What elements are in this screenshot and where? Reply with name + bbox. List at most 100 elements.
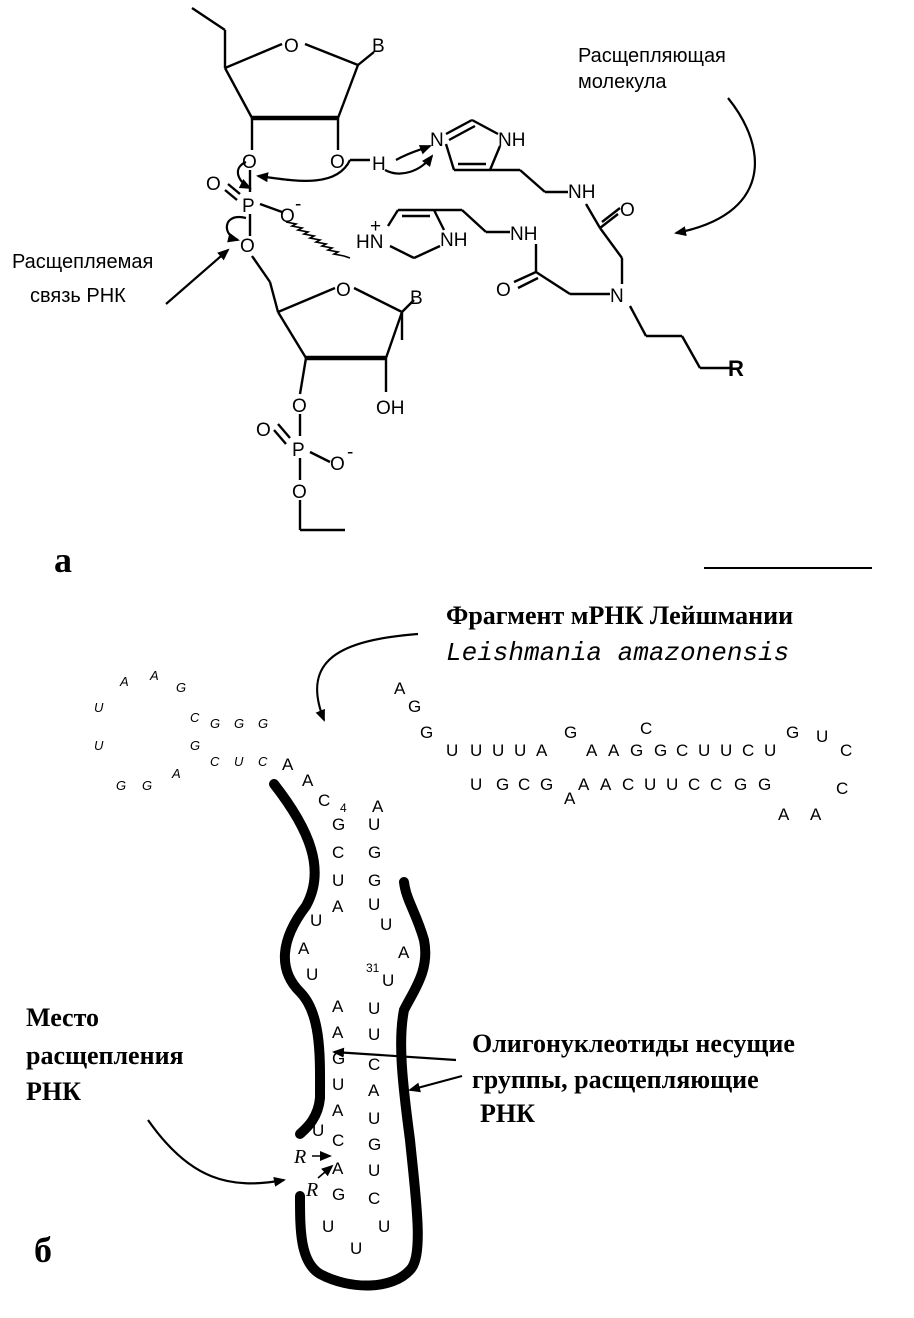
fragment-organism: Leishmania amazonensis bbox=[446, 638, 789, 668]
nt-hp-12: U bbox=[234, 754, 244, 769]
nt-j-1: A bbox=[282, 755, 294, 774]
nt-r-25: A bbox=[778, 805, 790, 824]
r-group-lower: R bbox=[305, 1179, 318, 1201]
cleaved-bond-label-1: Расщепляемая bbox=[12, 251, 153, 273]
nt-hp-7: G bbox=[234, 716, 244, 731]
nt-sl-1: G bbox=[332, 815, 345, 834]
oligo-left-strand bbox=[269, 779, 326, 1139]
nt-r-37: C bbox=[518, 775, 530, 794]
atom-p-center: P bbox=[242, 196, 255, 217]
nt-r-34: A bbox=[578, 775, 590, 794]
nt-r-29: C bbox=[688, 775, 700, 794]
nt-r-22: C bbox=[840, 741, 852, 760]
nt-hp-4: G bbox=[176, 680, 186, 695]
imidazole-bottom bbox=[386, 208, 510, 260]
nt-r-20: G bbox=[786, 723, 799, 742]
arrow-to-cleavage-site bbox=[147, 1119, 286, 1187]
nt-sl-17: U bbox=[322, 1217, 334, 1236]
panel-a-structure: O B O O H O P O - O bbox=[191, 7, 744, 532]
oligo-right-strand bbox=[295, 877, 431, 1291]
atom-n-tertiary: N bbox=[610, 286, 624, 307]
nt-r-28: C bbox=[710, 775, 722, 794]
nt-sr-8: U bbox=[368, 999, 380, 1018]
nt-r-16: U bbox=[698, 741, 710, 760]
nt-r-15: C bbox=[676, 741, 688, 760]
nt-sl-12: A bbox=[332, 1101, 344, 1120]
nt-hp-15: G bbox=[142, 778, 152, 793]
nt-hp-9: U bbox=[94, 738, 104, 753]
nt-sr-7: U bbox=[382, 971, 394, 990]
atom-o5-next: O bbox=[292, 482, 307, 503]
oligo-label-2: группы, расщепляющие bbox=[472, 1065, 759, 1094]
nt-hp-11: C bbox=[210, 754, 220, 769]
atom-o2-top: O bbox=[330, 152, 345, 173]
atom-hn-imid-bottom: HN bbox=[356, 232, 383, 253]
cleaving-molecule-label-1: Расщепляющая bbox=[578, 45, 726, 67]
nt-r-36: G bbox=[540, 775, 553, 794]
atom-p-bottom: P bbox=[292, 440, 305, 461]
arrow-proton-transfer bbox=[395, 144, 432, 161]
atom-base-top: B bbox=[372, 36, 385, 57]
junction: A A C 4 A bbox=[282, 755, 384, 816]
right-arm: A G G U U U U A G A A G G C C U U C U G … bbox=[394, 679, 852, 824]
nt-hp-6: G bbox=[210, 716, 220, 731]
nt-r-31: U bbox=[644, 775, 656, 794]
nt-r-27: G bbox=[734, 775, 747, 794]
atom-o-double-bottom: O bbox=[256, 420, 271, 441]
nt-hp-14: G bbox=[116, 778, 126, 793]
atom-o-double: O bbox=[206, 174, 221, 195]
atom-o-amide-top: O bbox=[620, 200, 635, 221]
nt-sr-12: U bbox=[368, 1109, 380, 1128]
bottom-ribose bbox=[251, 255, 415, 532]
nt-r-3: G bbox=[420, 723, 433, 742]
nt-r-14: C bbox=[640, 719, 652, 738]
atom-o5-bottom: O bbox=[240, 236, 255, 257]
charge-minus: - bbox=[295, 194, 301, 215]
atom-o3-bottom: O bbox=[292, 396, 307, 417]
arrow-electron-3 bbox=[384, 154, 434, 175]
nt-r-6: U bbox=[492, 741, 504, 760]
nt-r-21: U bbox=[816, 727, 828, 746]
nt-r-38: G bbox=[496, 775, 509, 794]
atom-o-amide-bottom: O bbox=[496, 280, 511, 301]
imidazole-top bbox=[444, 118, 568, 194]
arrow-to-fragment bbox=[315, 632, 419, 722]
nt-r-26: G bbox=[758, 775, 771, 794]
cleavage-site-label-1: Место bbox=[26, 1003, 99, 1032]
panel-label-b: б bbox=[34, 1230, 52, 1270]
nt-sr-4: U bbox=[368, 895, 380, 914]
atom-o-ring-top: O bbox=[284, 36, 299, 57]
nt-sl-14: C bbox=[332, 1131, 344, 1150]
nt-r-1: A bbox=[394, 679, 406, 698]
atom-oh: OH bbox=[376, 398, 405, 419]
nt-sl-16: G bbox=[332, 1185, 345, 1204]
nt-r-7: U bbox=[514, 741, 526, 760]
nt-r-9: G bbox=[564, 723, 577, 742]
nt-sl-15: A bbox=[332, 1159, 344, 1178]
nt-r-24: A bbox=[810, 805, 822, 824]
nt-sl-2: C bbox=[332, 843, 344, 862]
nt-r-4: U bbox=[446, 741, 458, 760]
nt-hp-5: C bbox=[190, 710, 200, 725]
atom-o-minus: O bbox=[280, 206, 295, 227]
panel-label-a: а bbox=[54, 540, 72, 580]
nt-r-13: G bbox=[654, 741, 667, 760]
atom-h-2oh: H bbox=[372, 154, 386, 175]
cleavage-site-label-3: РНК bbox=[26, 1077, 81, 1106]
nt-sl-5: U bbox=[310, 911, 322, 930]
nt-j-2: A bbox=[302, 771, 314, 790]
nt-r-2: G bbox=[408, 697, 421, 716]
nt-sl-3: U bbox=[332, 871, 344, 890]
cleavage-site-label-2: расщепления bbox=[26, 1041, 184, 1070]
atom-n-imid-top: N bbox=[430, 130, 444, 151]
nt-sl-8: A bbox=[332, 997, 344, 1016]
nt-hp-10: G bbox=[190, 738, 200, 753]
nt-r-23: C bbox=[836, 779, 848, 798]
small-hairpin: U A A G C G G G U G C U C G G A bbox=[94, 668, 268, 793]
charge-plus: + bbox=[370, 216, 381, 237]
nt-r-35: A bbox=[564, 789, 576, 808]
nt-hp-2: A bbox=[119, 674, 129, 689]
position-31: 31 bbox=[366, 961, 380, 975]
nt-hp-1: U bbox=[94, 700, 104, 715]
